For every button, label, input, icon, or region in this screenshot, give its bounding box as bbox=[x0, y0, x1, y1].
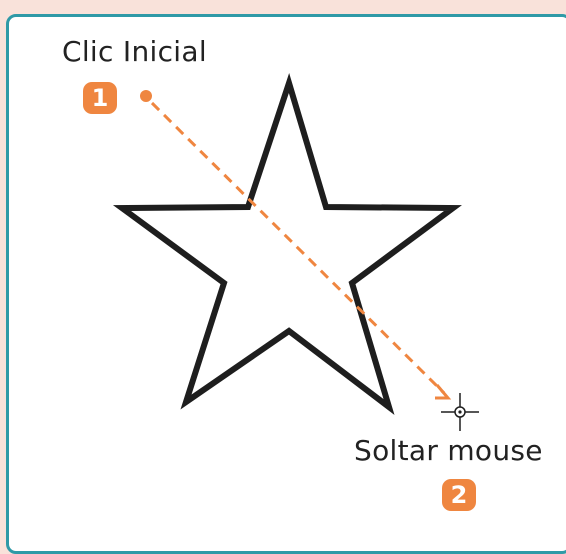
start-label: Clic Inicial bbox=[62, 35, 207, 68]
drawing-canvas[interactable] bbox=[0, 0, 566, 531]
end-label: Soltar mouse bbox=[354, 434, 543, 467]
start-point bbox=[140, 90, 152, 102]
step-1-badge: 1 bbox=[83, 82, 117, 114]
step-2-badge: 2 bbox=[442, 479, 476, 511]
crosshair-cursor-icon bbox=[441, 393, 479, 431]
drag-path-arrow bbox=[150, 101, 446, 395]
arrow-head bbox=[435, 384, 452, 400]
star-shape bbox=[112, 72, 462, 415]
